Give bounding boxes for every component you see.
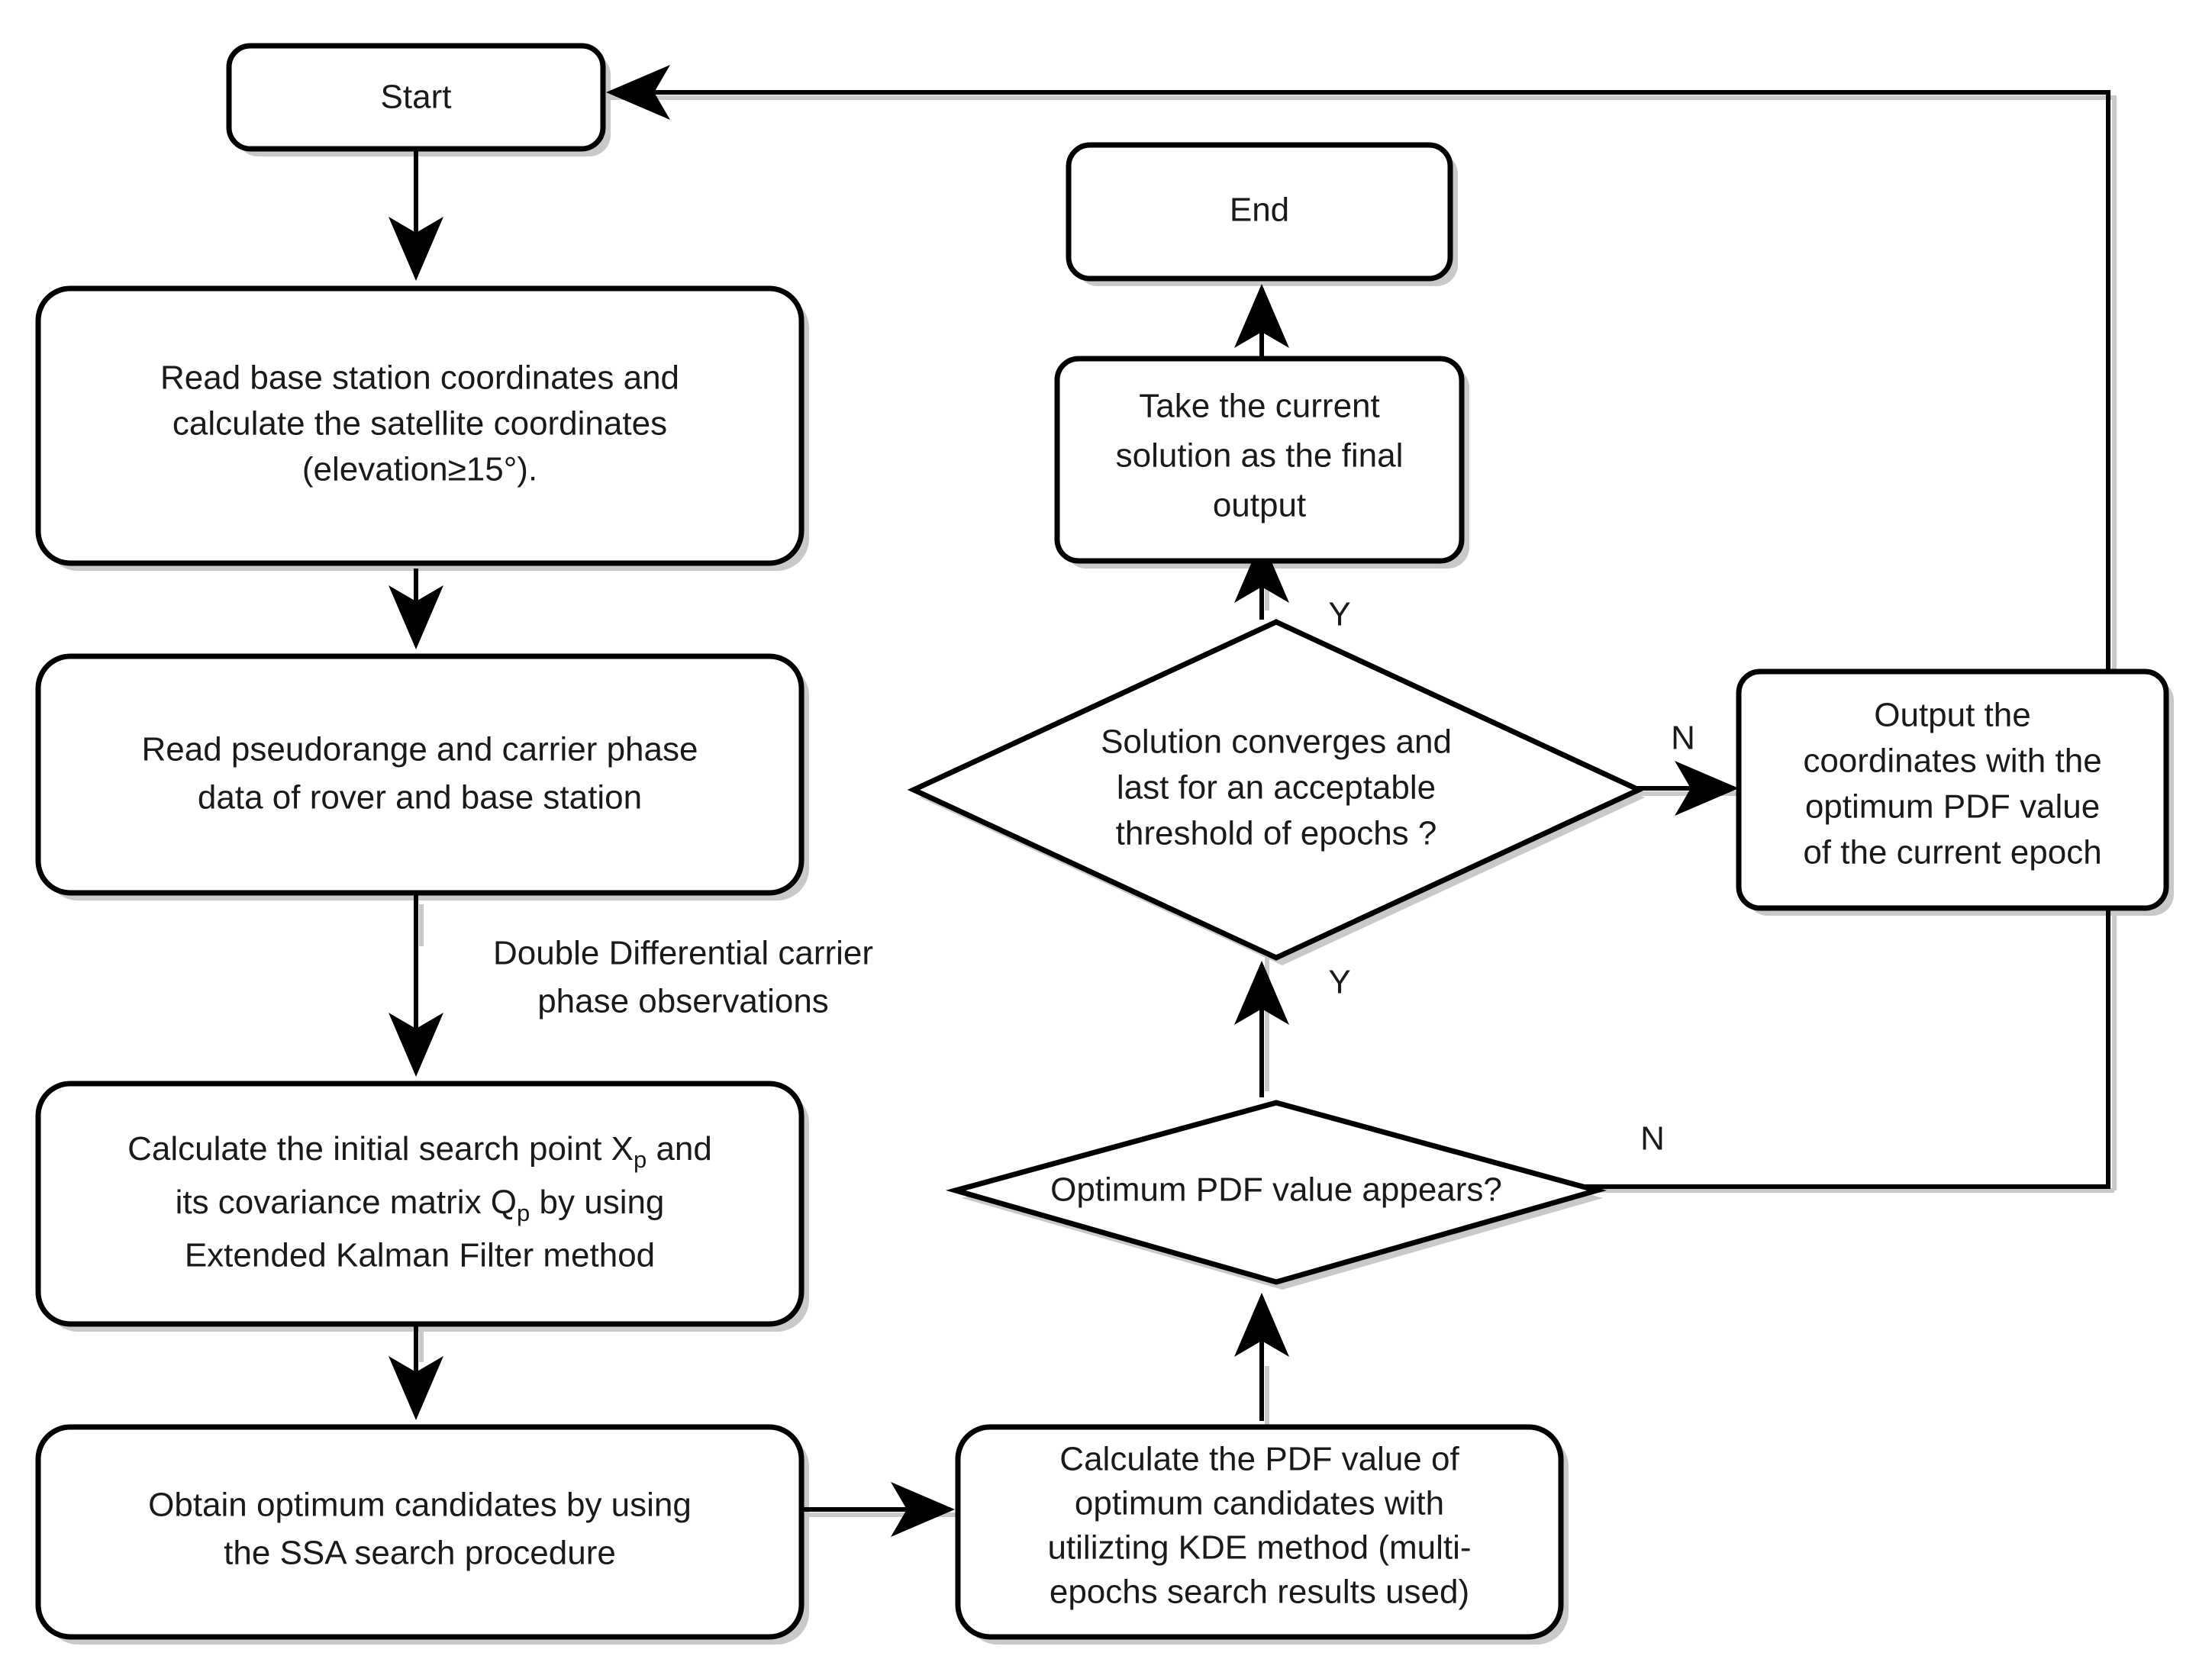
node-start-label: Start [381, 79, 452, 116]
node-decision-optimum-pdf[interactable]: Optimum PDF value appears? [946, 1100, 1607, 1285]
node-calc-pdf-line4: epochs search results used) [1050, 1574, 1469, 1611]
node-calc-pdf-line1: Calculate the PDF value of [1059, 1441, 1459, 1478]
branch-label-layer: Y N Y N [1328, 596, 1695, 1158]
node-start[interactable]: Start [226, 43, 606, 152]
node-calc-pdf-line2: optimum candidates with [1075, 1485, 1444, 1522]
node-obtain-optimum-candidates-shape[interactable] [35, 1424, 805, 1640]
node-calc-initial-line2: its covariance matrix Qp by using [176, 1184, 665, 1227]
branch-label-optimum-no: N [1640, 1120, 1665, 1158]
node-start-shape[interactable] [226, 43, 606, 152]
node-read-base-station-shape[interactable] [35, 285, 805, 566]
node-calc-initial-search-point-shape[interactable] [35, 1081, 805, 1327]
node-take-current-line3: output [1213, 487, 1306, 524]
node-decision-solution-converges[interactable]: Solution converges and last for an accep… [907, 619, 1646, 961]
node-take-current-solution-shape[interactable] [1054, 356, 1465, 564]
node-read-pseudorange-line2: data of rover and base station [198, 779, 642, 817]
node-output-coords-line1: Output the [1874, 697, 2030, 734]
node-end-label: End [1230, 192, 1289, 229]
node-obtain-candidates-line2: the SSA search procedure [224, 1535, 616, 1572]
node-read-base-station[interactable]: Read base station coordinates and calcul… [35, 285, 805, 566]
node-read-base-station-line1: Read base station coordinates and [160, 359, 679, 397]
node-end[interactable]: End [1066, 142, 1453, 282]
node-output-coords-line2: coordinates with the [1803, 743, 2101, 780]
node-obtain-candidates-line1: Obtain optimum candidates by using [148, 1487, 692, 1524]
node-output-coords-line3: optimum PDF value [1805, 788, 2100, 826]
edge-decision-optimum-no-to-start [606, 65, 2110, 1189]
edge-layer [389, 65, 2110, 1537]
edge-label-double-differential-line2: phase observations [537, 983, 829, 1020]
node-decision-converge-line3: threshold of epochs ? [1116, 815, 1437, 852]
node-output-coordinates-shape[interactable] [1736, 668, 2169, 911]
node-take-current-line2: solution as the final [1116, 437, 1404, 475]
node-end-shape[interactable] [1066, 142, 1453, 282]
node-read-pseudorange-shape[interactable] [35, 653, 805, 896]
node-decision-optimum-pdf-shape[interactable] [946, 1100, 1607, 1285]
node-output-coordinates[interactable]: Output the coordinates with the optimum … [1736, 668, 2169, 911]
node-decision-converge-line2: last for an acceptable [1117, 769, 1436, 807]
node-decision-optimum-pdf-label: Optimum PDF value appears? [1050, 1171, 1502, 1209]
node-read-base-station-line3: (elevation≥15°). [302, 451, 537, 488]
edge-label-double-differential: Double Differential carrier phase observ… [493, 935, 873, 1020]
node-calc-initial-line3: Extended Kalman Filter method [185, 1237, 655, 1274]
branch-label-optimum-yes: Y [1328, 964, 1350, 1001]
node-take-current-line1: Take the current [1139, 388, 1380, 425]
branch-label-converge-no: N [1671, 720, 1695, 757]
node-read-pseudorange-line1: Read pseudorange and carrier phase [142, 731, 698, 768]
node-calc-pdf-line3: utilizting KDE method (multi- [1047, 1529, 1471, 1567]
node-take-current-solution[interactable]: Take the current solution as the final o… [1054, 356, 1465, 564]
branch-label-converge-yes: Y [1328, 596, 1350, 633]
node-calc-initial-line1: Calculate the initial search point Xp an… [127, 1130, 712, 1174]
node-calc-initial-search-point[interactable]: Calculate the initial search point Xp an… [35, 1081, 805, 1327]
edge-label-double-differential-line1: Double Differential carrier [493, 935, 873, 972]
node-read-base-station-line2: calculate the satellite coordinates [173, 405, 667, 443]
node-obtain-optimum-candidates[interactable]: Obtain optimum candidates by using the S… [35, 1424, 805, 1640]
node-calculate-pdf-value-shape[interactable] [955, 1424, 1564, 1640]
node-decision-converge-line1: Solution converges and [1101, 723, 1452, 761]
node-decision-solution-converges-shape[interactable] [907, 619, 1646, 961]
node-read-pseudorange[interactable]: Read pseudorange and carrier phase data … [35, 653, 805, 896]
node-calculate-pdf-value[interactable]: Calculate the PDF value of optimum candi… [955, 1424, 1564, 1640]
node-output-coords-line4: of the current epoch [1803, 834, 2101, 871]
